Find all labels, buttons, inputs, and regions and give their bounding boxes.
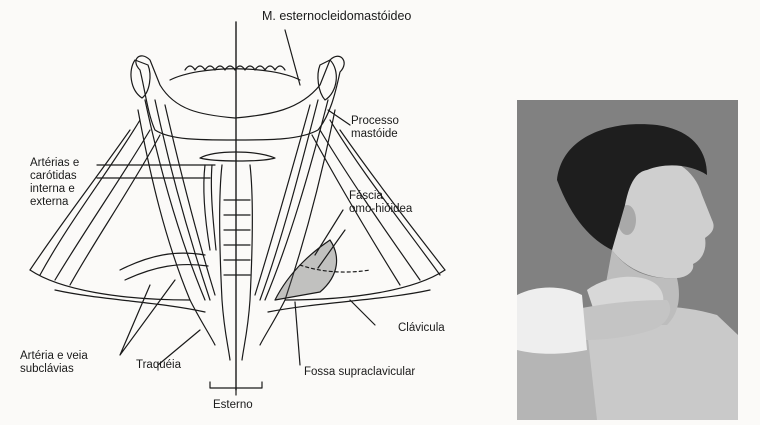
- label-supraclavicular-fossa: Fossa supraclavicular: [304, 366, 415, 379]
- label-subclavian-vessels: Artéria e veia subclávias: [20, 350, 88, 376]
- label-carotid-arteries: Artérias e carótidas interna e externa: [30, 157, 79, 209]
- label-sternocleidomastoid: M. esternocleidomastóideo: [262, 10, 411, 23]
- palpation-photo: [517, 100, 738, 420]
- examiner-sleeve: [517, 288, 587, 354]
- hyoid-bone: [200, 152, 275, 161]
- teeth: [185, 66, 285, 70]
- label-trachea: Traquéia: [136, 359, 181, 372]
- clavicle-left: [55, 290, 205, 312]
- shoulder-left: [30, 270, 215, 345]
- label-omohyoid-fascia: Fáscia omo-hióidea: [349, 190, 412, 216]
- label-clavicle: Clávicula: [398, 322, 445, 335]
- label-mastoid-process: Processo mastóide: [351, 115, 399, 141]
- mastoid-left: [131, 60, 150, 98]
- label-sternum: Esterno: [213, 399, 253, 412]
- photo-drawing: [517, 100, 738, 420]
